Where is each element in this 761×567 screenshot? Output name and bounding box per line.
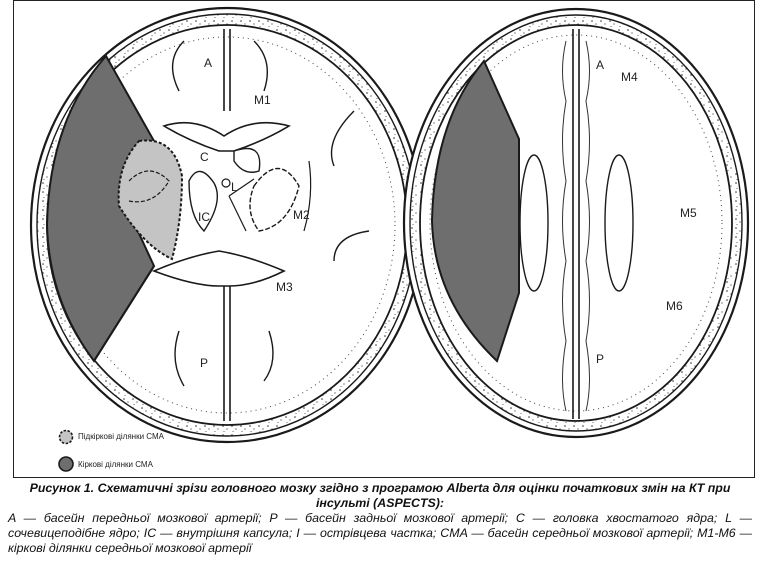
- right-cortical-mca-region: [430, 59, 520, 363]
- right-centrum-semiovale-left: [519, 154, 549, 292]
- left-ventricle-posterior: [151, 250, 286, 287]
- right-cortex-ring: [429, 34, 723, 412]
- left-label-l: L: [231, 180, 238, 194]
- caption-body: A — басейн передньої мозкової артерії; P…: [8, 511, 752, 555]
- left-label-a: A: [204, 56, 212, 70]
- figure-frame: A M1 C L IC M2 M3 P: [13, 0, 755, 478]
- left-gyrus-2: [171, 40, 185, 92]
- left-cortical-mca-region: [45, 54, 156, 363]
- left-thalamus: [188, 170, 218, 233]
- left-lentiform-contour: [128, 170, 170, 203]
- legend-cortical-label: Кіркові ділянки СМА: [78, 460, 154, 469]
- left-subcortical-mca-region: [117, 139, 184, 261]
- legend-subcortical-label: Підкіркові ділянки СМА: [78, 432, 165, 441]
- left-ic-line: [228, 178, 255, 232]
- legend-cortical-swatch: [58, 456, 74, 472]
- right-falx-gyri-right: [585, 40, 590, 412]
- caption-title: Рисунок 1. Схематичні зрізи головного мо…: [29, 481, 731, 510]
- left-lentiform-outline: [249, 168, 300, 232]
- left-mca-p-border: [93, 265, 155, 362]
- left-label-p: P: [200, 356, 208, 370]
- right-slice: A M4 M5 M6 P: [402, 7, 750, 439]
- left-gyrus-4: [333, 230, 370, 262]
- right-label-m4: M4: [621, 70, 638, 84]
- left-gyrus-1: [253, 40, 268, 92]
- left-gyrus-3: [330, 110, 355, 167]
- left-label-m2: M2: [293, 208, 310, 222]
- aspects-brain-diagram: A M1 C L IC M2 M3 P: [29, 6, 750, 472]
- legend-subcortical-swatch: [58, 429, 74, 445]
- right-centrum-semiovale-right: [604, 154, 634, 292]
- right-label-p: P: [596, 352, 604, 366]
- left-falx-posterior: [223, 281, 231, 421]
- left-slice: A M1 C L IC M2 M3 P: [29, 6, 425, 444]
- left-gyrus-5: [263, 330, 274, 382]
- left-cortex-ring: [58, 36, 396, 414]
- left-caudate-outline: [233, 147, 261, 173]
- right-label-m5: M5: [680, 206, 697, 220]
- left-label-m1: M1: [254, 93, 271, 107]
- left-third-ventricle: [221, 178, 231, 188]
- legend: Підкіркові ділянки СМА Кіркові ділянки С…: [58, 429, 165, 472]
- left-gyrus-6: [174, 330, 185, 387]
- right-falx-gyri-left: [562, 40, 567, 412]
- right-label-m6: M6: [666, 299, 683, 313]
- left-label-ic: IC: [198, 210, 210, 224]
- left-ventricle-anterior: [162, 121, 291, 152]
- right-falx: [572, 29, 580, 419]
- figure-caption: Рисунок 1. Схематичні зрізи головного мо…: [8, 481, 752, 556]
- left-insula-line: [303, 160, 312, 232]
- right-label-a: A: [596, 58, 604, 72]
- left-label-c: C: [200, 150, 209, 164]
- left-label-m3: M3: [276, 280, 293, 294]
- left-falx-anterior: [223, 29, 231, 111]
